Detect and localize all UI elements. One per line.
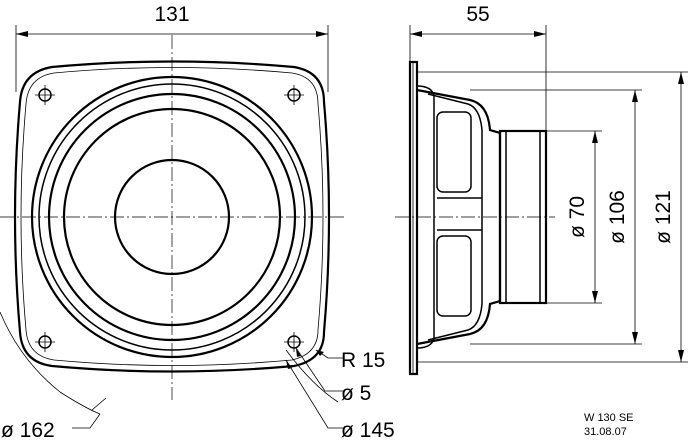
- cone-ring: [62, 107, 282, 327]
- title-block: W 130 SE 31.08.07: [584, 412, 634, 438]
- surround-outer-ring: [30, 75, 314, 359]
- depth-dimension: 55: [409, 3, 547, 131]
- front-leaders: R 15 ø 5 ø 145 ø 162: [1, 347, 395, 442]
- basket-dimension: ø 106: [470, 89, 642, 345]
- mounting-hole-top-left: [35, 85, 55, 105]
- cone-dimension: ø 121: [417, 71, 688, 363]
- basket-window-lower: [436, 235, 472, 317]
- mounting-hole-bottom-right: [284, 332, 304, 352]
- magnet-dimension: ø 70: [546, 130, 602, 304]
- surround-bead: [416, 85, 435, 349]
- frame-inner-outline: [20, 67, 324, 366]
- outer-circle-tick: [91, 397, 107, 411]
- hole-diameter-label: ø 5: [341, 382, 371, 405]
- magnet-diameter-label: ø 70: [566, 196, 589, 238]
- basket-diameter-label: ø 106: [606, 190, 629, 244]
- outer-circle-label: ø 162: [1, 419, 55, 442]
- basket-inner-line: [427, 93, 483, 341]
- basket-window-upper: [436, 111, 472, 193]
- front-view: [0, 35, 345, 415]
- date-label: 31.08.07: [584, 426, 627, 438]
- width-dimension: 131: [15, 3, 329, 92]
- hole-circle-arc: [285, 349, 339, 403]
- model-label: W 130 SE: [584, 412, 634, 424]
- frame-outline: [13, 60, 331, 373]
- width-label: 131: [154, 3, 189, 26]
- side-view: [395, 60, 555, 376]
- radius-label: R 15: [341, 349, 385, 372]
- mounting-hole-bottom-left: [35, 332, 55, 352]
- magnet: [498, 129, 548, 305]
- surround-inner-ring: [47, 92, 297, 342]
- hole-circle-label: ø 145: [341, 419, 395, 442]
- dust-cap: [113, 158, 231, 276]
- cone-diameter-label: ø 121: [652, 190, 675, 244]
- depth-label: 55: [466, 3, 489, 26]
- surround-ring-2: [38, 83, 306, 351]
- flange: [408, 60, 419, 376]
- mounting-hole-top-right: [284, 85, 304, 105]
- outer-circle-arc: [0, 311, 101, 415]
